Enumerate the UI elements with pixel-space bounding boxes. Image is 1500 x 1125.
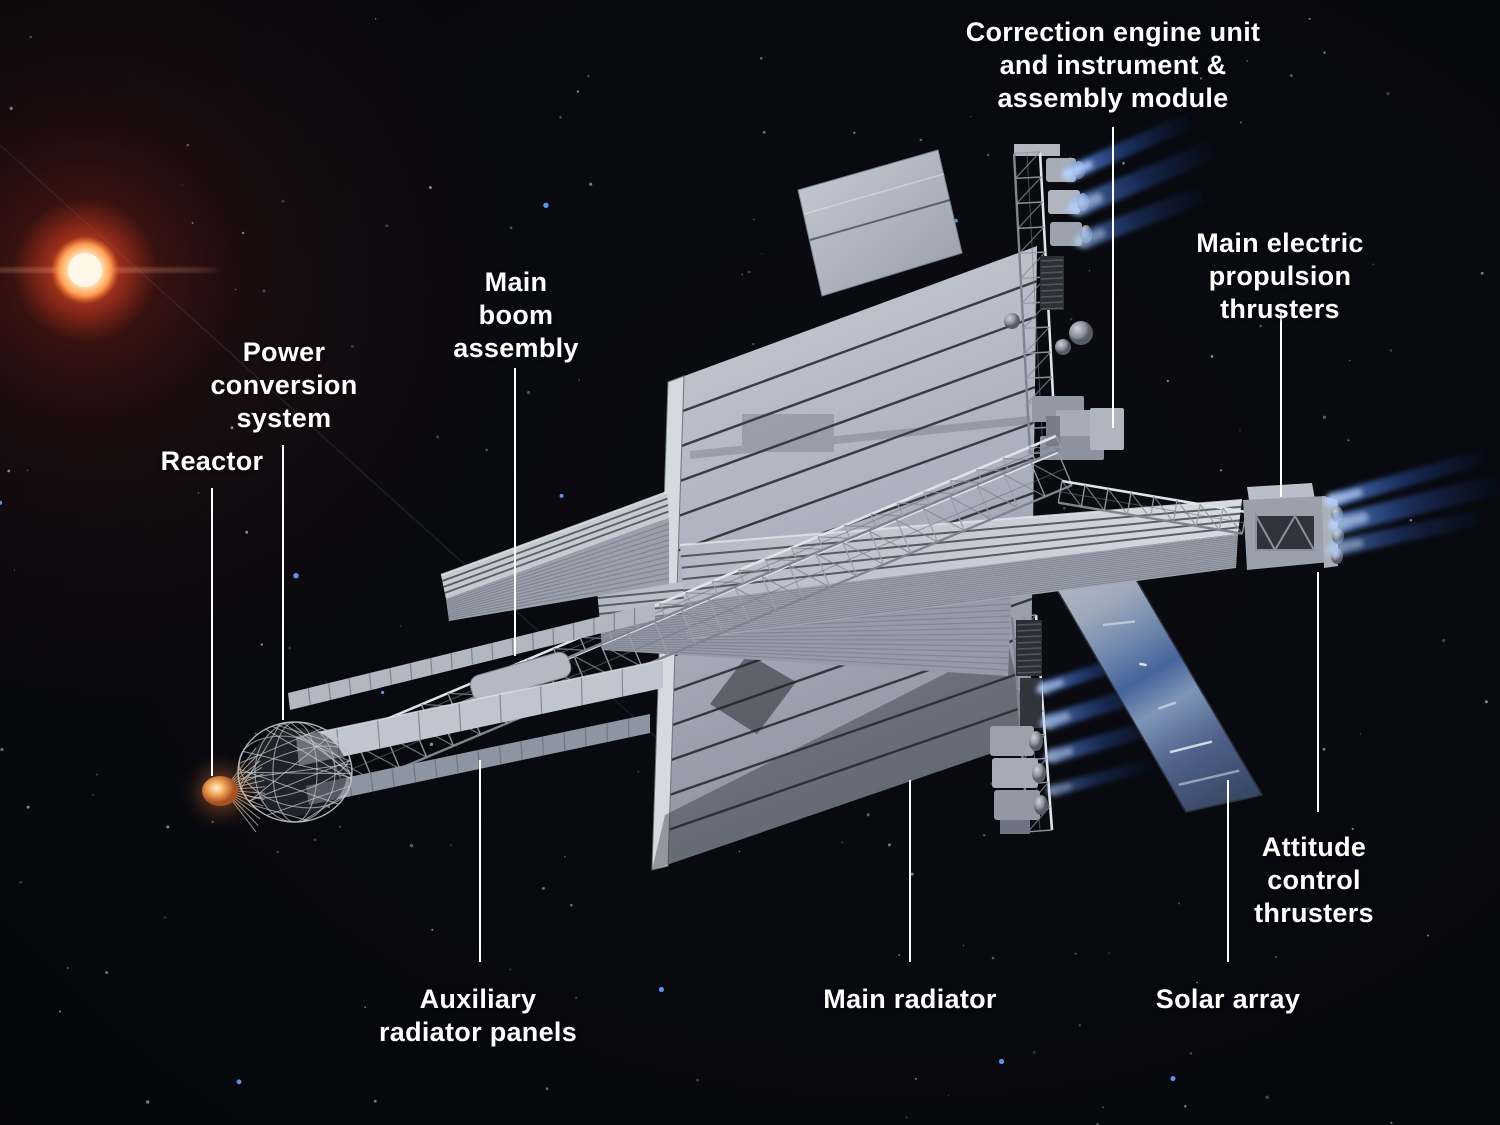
lower-thruster-tower [990,614,1054,834]
instrument-assembly-module [1032,396,1124,460]
main-thruster-plume-top [1061,110,1226,249]
label-main-electric-propulsion: Main electric propulsion thrusters [1196,228,1364,324]
shadow-diamond [710,654,796,734]
label-correction-engine-unit: Correction engine unit and instrument & … [965,17,1261,113]
label-power-conversion-system: Power conversion system [210,337,358,433]
left-wing-panel [440,491,670,621]
reactor-assembly [187,721,353,833]
red-star [0,105,250,435]
main-thruster-plume-right [1323,446,1500,557]
leader-lines [211,127,1319,962]
main-electric-thruster-module [1243,483,1344,570]
label-attitude-control-thrusters: Attitude control thrusters [1254,832,1374,928]
label-main-boom-assembly: Main boom assembly [453,267,579,363]
label-reactor: Reactor [160,446,264,476]
correction-engine-tower [1004,144,1124,460]
reactor-dome [202,776,238,806]
panel-shadow [652,642,1030,870]
upper-tilted-panel [797,149,963,297]
label-solar-array: Solar array [1155,984,1301,1014]
boom-silhouette-behind-panel [689,414,1031,459]
label-auxiliary-radiator-panels: Auxiliary radiator panels [378,984,578,1047]
label-main-radiator: Main radiator [823,984,997,1014]
